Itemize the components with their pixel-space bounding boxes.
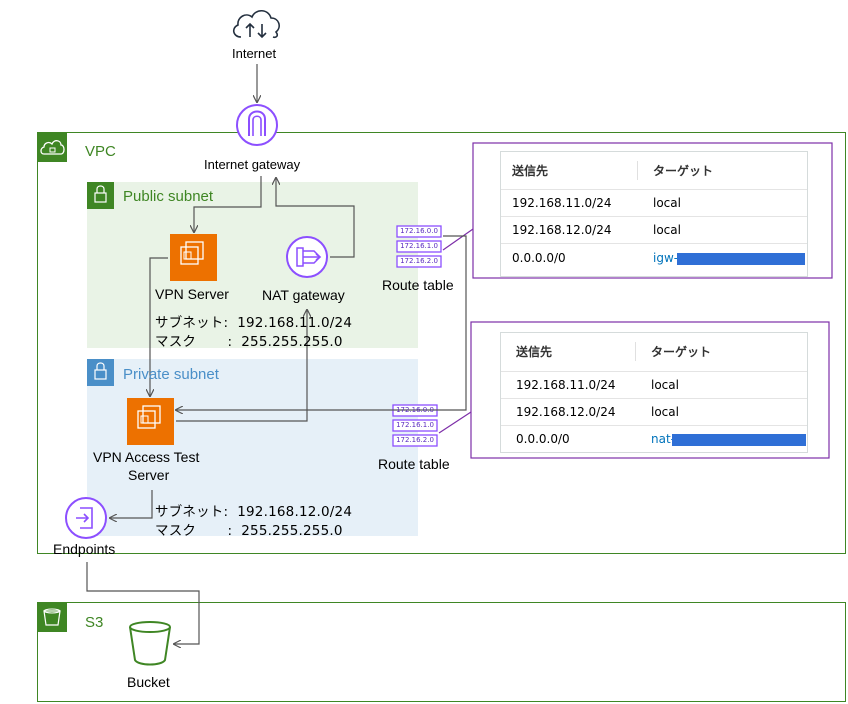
private-subnet-label: Private subnet [123, 366, 219, 383]
route-icon-row: 172.16.1.0 [400, 242, 438, 250]
bucket-label: Bucket [127, 674, 170, 690]
s3-label: S3 [85, 614, 104, 631]
route-icon-row: 172.16.2.0 [396, 436, 434, 444]
header-target: ターゲット [653, 164, 714, 178]
connectors [86, 64, 467, 644]
header-target: ターゲット [651, 345, 712, 359]
route-target: local [653, 223, 681, 237]
private-route-table-label: Route table [378, 456, 450, 472]
public-route-pointer [442, 228, 474, 251]
private-subnet-mask: マスク : 255.255.255.0 [155, 523, 343, 539]
route-table-header-row: 送信先 ターゲット [501, 152, 807, 189]
header-destination: 送信先 [516, 345, 553, 359]
vpc-label: VPC [85, 143, 116, 160]
test-to-endpoints-arrow [110, 490, 153, 518]
private-subnet-group [87, 359, 418, 536]
redacted-igw-id [677, 253, 805, 265]
route-destination: 192.168.12.0/24 [512, 223, 612, 237]
s3-group [37, 602, 846, 702]
private-subnet-lock-icon [87, 359, 114, 386]
nat-gateway-icon [286, 236, 328, 278]
vpn-server-ec2-icon [170, 234, 217, 281]
public-subnet-mask: マスク : 255.255.255.0 [155, 334, 343, 350]
private-route-table-card: 送信先 ターゲット 192.168.11.0/24 local 192.168.… [500, 332, 808, 453]
nat-gateway-label: NAT gateway [262, 287, 345, 303]
vpc-endpoint-icon [65, 497, 107, 539]
s3-bucket-corner-icon [37, 602, 67, 632]
internet-cloud-icon [232, 9, 280, 39]
vpc-cloud-icon [37, 132, 67, 162]
public-route-table-card: 送信先 ターゲット 192.168.11.0/24 local 192.168.… [500, 151, 808, 277]
route-destination: 192.168.11.0/24 [516, 378, 616, 392]
igw-target-link[interactable]: igw- [653, 251, 679, 265]
redacted-nat-id [672, 434, 806, 446]
test-to-nat-arrow [176, 310, 307, 422]
private-subnet-cidr: サブネット: 192.168.12.0/24 [155, 504, 353, 520]
private-route-callout-frame [470, 321, 830, 459]
s3-bucket-icon [129, 621, 171, 666]
endpoints-label: Endpoints [53, 541, 116, 557]
public-subnet-lock-icon [87, 182, 114, 209]
route-link-arrow [176, 235, 467, 410]
vpn-test-server-label-2: Server [128, 467, 170, 483]
route-icon-row: 172.16.0.0 [400, 227, 438, 235]
igw-to-vpn-server-arrow [194, 176, 262, 232]
route-destination: 192.168.11.0/24 [512, 196, 612, 210]
igw-label: Internet gateway [204, 157, 301, 172]
nat-to-igw-arrow [276, 178, 355, 258]
vpn-test-server-ec2-icon [127, 398, 174, 445]
vpn-server-to-test-arrow [150, 257, 168, 396]
header-destination: 送信先 [512, 164, 549, 178]
public-subnet-group [87, 182, 418, 348]
route-destination: 192.168.12.0/24 [516, 405, 616, 419]
vpn-server-label: VPN Server [155, 286, 229, 302]
route-destination: 0.0.0.0/0 [516, 432, 570, 446]
route-target: local [653, 196, 681, 210]
route-icon-row: 172.16.1.0 [396, 421, 434, 429]
internet-label: Internet [232, 46, 277, 61]
private-route-pointer [438, 411, 472, 434]
public-subnet-cidr: サブネット: 192.168.11.0/24 [155, 315, 353, 331]
route-icon-row: 172.16.0.0 [396, 406, 434, 414]
public-route-callout-frame [472, 142, 833, 279]
nat-target-link[interactable]: nat- [651, 432, 675, 446]
table-row: 192.168.11.0/24 local [501, 371, 807, 399]
table-row: 192.168.12.0/24 local [501, 216, 807, 244]
public-subnet-label: Public subnet [123, 188, 214, 205]
vpn-test-server-label-1: VPN Access Test [93, 449, 200, 465]
table-row: 0.0.0.0/0 nat- [501, 425, 807, 452]
route-destination: 0.0.0.0/0 [512, 251, 566, 265]
table-row: 192.168.11.0/24 local [501, 189, 807, 217]
internet-gateway-icon [236, 104, 278, 146]
public-route-table-label: Route table [382, 277, 454, 293]
table-row: 192.168.12.0/24 local [501, 398, 807, 426]
route-icon-row: 172.16.2.0 [400, 257, 438, 265]
route-table-header-row: 送信先 ターゲット [501, 333, 807, 371]
public-route-table-icon [396, 225, 442, 268]
vpc-group [37, 132, 846, 554]
table-row: 0.0.0.0/0 igw- [501, 243, 807, 276]
route-target: local [651, 378, 679, 392]
endpoints-to-bucket-arrow [86, 562, 200, 644]
route-target: local [651, 405, 679, 419]
